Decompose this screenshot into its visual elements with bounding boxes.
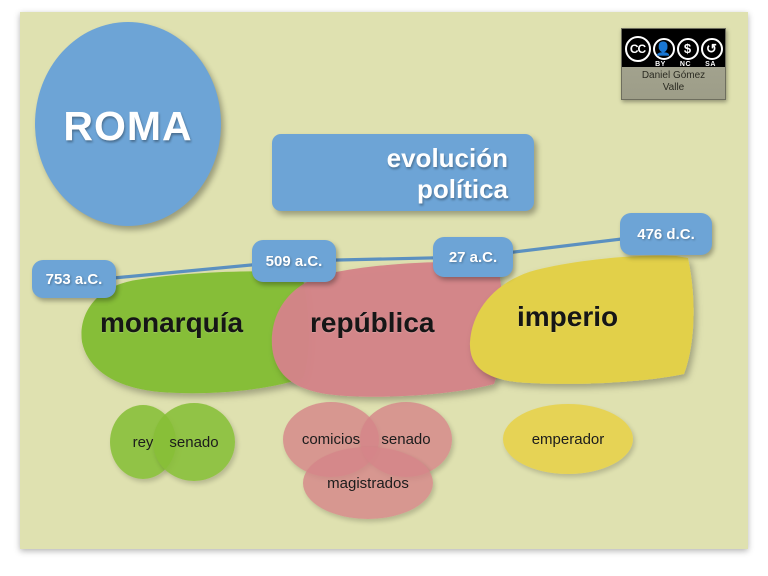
creative-commons-badge[interactable]: CC 👤 $ ↺ BY NC SA Daniel Gómez Valle [621, 28, 726, 100]
person-icon: 👤 [652, 37, 675, 60]
date-bubble-27-ac[interactable]: 27 a.C. [433, 237, 513, 277]
cc-clause-by: BY [655, 61, 666, 68]
license-author: Daniel Gómez Valle [622, 67, 725, 94]
institution-label: senado [169, 433, 219, 451]
date-label: 476 d.C. [637, 225, 695, 243]
period-blob-imperio [469, 255, 694, 384]
date-label: 509 a.C. [265, 252, 323, 270]
date-bubble-509-ac[interactable]: 509 a.C. [252, 240, 336, 282]
creative-commons-icon: CC [624, 35, 651, 62]
institution-emperador[interactable]: emperador [503, 404, 633, 474]
subtitle-box: evolución política [272, 134, 534, 211]
date-label: 753 a.C. [45, 270, 103, 288]
slide-canvas: ROMA evolución política 753 a.C. 509 a.C… [20, 12, 748, 549]
cc-icons-strip: CC 👤 $ ↺ BY NC SA [622, 29, 725, 68]
share-alike-icon: ↺ [700, 37, 723, 60]
period-blob-republica [271, 262, 504, 397]
license-author-line-2: Valle [662, 82, 685, 93]
period-blob-monarquia [81, 271, 309, 394]
institution-senado-monarquia[interactable]: senado [153, 403, 235, 481]
subtitle-line-1: evolución [386, 143, 508, 173]
license-author-line-1: Daniel Gómez [641, 70, 706, 81]
date-label: 27 a.C. [448, 248, 498, 266]
page-title: ROMA [63, 102, 193, 149]
period-label-republica: república [310, 307, 435, 338]
period-label-imperio: imperio [517, 301, 619, 332]
dollar-slash-icon: $ [676, 37, 699, 60]
institution-label: emperador [531, 430, 605, 448]
institution-label: rey [132, 433, 154, 451]
period-blobs [81, 255, 694, 397]
cc-clause-nc: NC [679, 61, 692, 68]
institution-label: senado [381, 431, 431, 448]
date-bubble-753-ac[interactable]: 753 a.C. [32, 260, 116, 298]
institution-label: magistrados [327, 474, 409, 492]
date-bubble-476-dc[interactable]: 476 d.C. [620, 213, 712, 255]
cc-clause-abbreviations: BY NC SA [648, 61, 723, 68]
period-label-monarquia: monarquía [100, 307, 244, 338]
institution-magistrados[interactable]: magistrados [303, 447, 433, 519]
institution-label: comicios [301, 431, 361, 448]
roma-title-ellipse: ROMA [35, 22, 221, 226]
cc-clause-sa: SA [705, 61, 716, 68]
subtitle-line-2: política [416, 174, 508, 204]
